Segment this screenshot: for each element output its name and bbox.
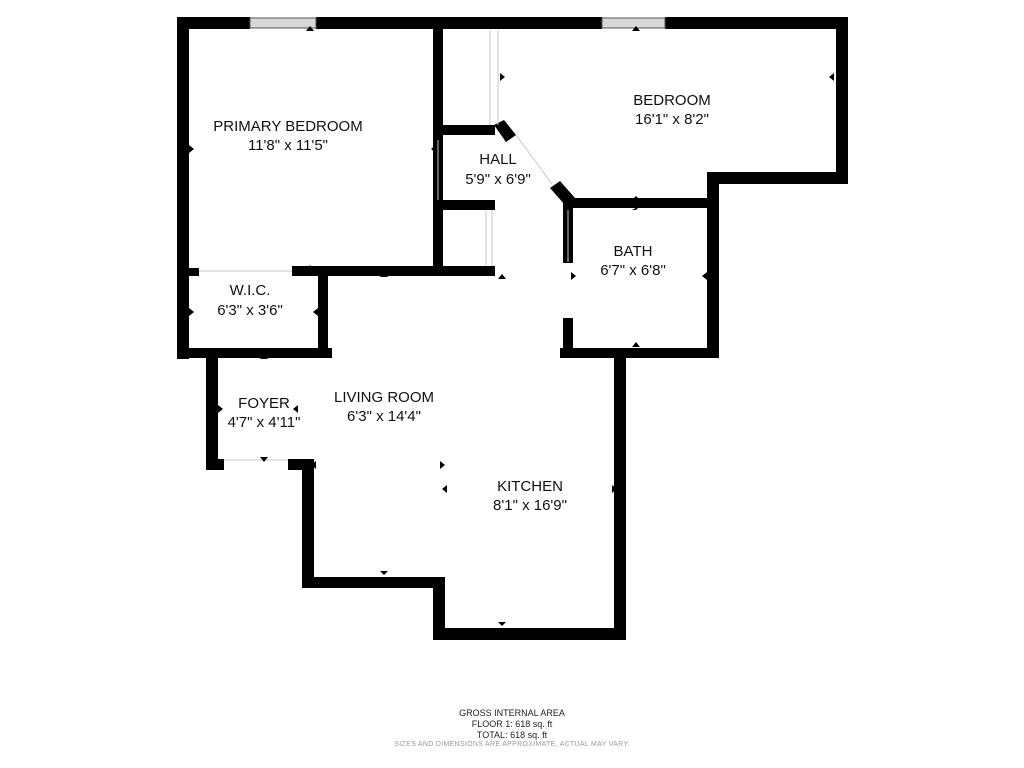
dimension-tick [189,308,194,316]
wall [206,348,218,470]
dimension-tick [218,405,223,413]
dimension-tick [306,26,314,31]
wall [292,266,495,276]
wall [288,459,314,470]
room-name-kitchen: KITCHEN [497,478,563,495]
dimension-tick [293,405,298,413]
dimension-tick [632,342,640,347]
wall [707,172,848,184]
disclaimer: SIZES AND DIMENSIONS ARE APPROXIMATE, AC… [394,741,630,748]
door-openings [199,30,569,461]
dimension-ticks [189,26,834,626]
wall [563,198,719,208]
wall [433,200,495,210]
room-name-foyer: FOYER [238,395,290,412]
room-size-hall: 5'9" x 6'9" [465,171,531,188]
wall [316,17,602,29]
dimension-tick [442,485,447,493]
wall [302,459,314,588]
dimension-tick [313,308,318,316]
wall [177,268,199,276]
floor-area: FLOOR 1: 618 sq. ft [471,719,553,729]
room-size-wic: 6'3" x 3'6" [217,302,283,319]
wall [665,17,848,29]
dimension-tick [702,272,707,280]
dimension-tick [632,196,640,200]
dimension-tick [431,145,436,153]
area-title: GROSS INTERNAL AREA [459,708,565,718]
wall [707,172,719,358]
wall [563,318,573,358]
dimension-tick [829,73,834,81]
dimension-tick [380,272,388,277]
dimension-tick [260,354,268,359]
room-name-hall: HALL [479,151,517,168]
room-size-foyer: 4'7" x 4'11" [228,414,301,431]
hall-opening [515,134,553,185]
dimension-tick [498,622,506,626]
dimension-tick [306,265,314,270]
room-size-bath: 6'7" x 6'8" [600,262,666,279]
room-name-wic: W.I.C. [230,282,271,299]
wall [206,459,224,470]
dimension-tick [632,206,640,210]
wall [433,125,495,135]
wall [614,348,626,640]
room-size-primary-bedroom: 11'8" x 11'5" [248,137,328,154]
dimension-tick [440,461,445,469]
room-labels: PRIMARY BEDROOM 11'8" x 11'5" BEDROOM 16… [213,92,711,514]
area-summary: GROSS INTERNAL AREA FLOOR 1: 618 sq. ft … [0,708,1024,748]
wall [177,17,189,359]
dimension-tick [571,272,576,280]
room-size-kitchen: 8'1" x 16'9" [493,497,567,514]
walls [177,17,848,640]
wall [560,348,719,358]
dimension-tick [380,571,388,575]
wall [177,17,250,29]
dimension-tick [311,461,316,469]
dimension-tick [500,73,505,81]
room-size-bedroom: 16'1" x 8'2" [635,111,709,128]
room-name-bedroom: BEDROOM [633,92,711,109]
wall [494,120,516,142]
dimension-tick [612,485,617,493]
wall [318,268,328,358]
dimension-tick [260,457,268,462]
windows [249,17,666,29]
room-name-bath: BATH [614,243,653,260]
window [249,17,317,29]
dimension-tick [189,145,194,153]
wall [177,348,332,358]
room-size-living-room: 6'3" x 14'4" [347,408,421,425]
room-name-primary-bedroom: PRIMARY BEDROOM [213,118,362,135]
dimension-tick [498,274,506,279]
wall [836,17,848,184]
wall [433,628,626,640]
wall [433,577,445,640]
room-name-living-room: LIVING ROOM [334,389,434,406]
dimension-tick [632,26,640,31]
wall [302,577,445,588]
window [601,17,666,29]
total-area: TOTAL: 618 sq. ft [476,730,548,740]
